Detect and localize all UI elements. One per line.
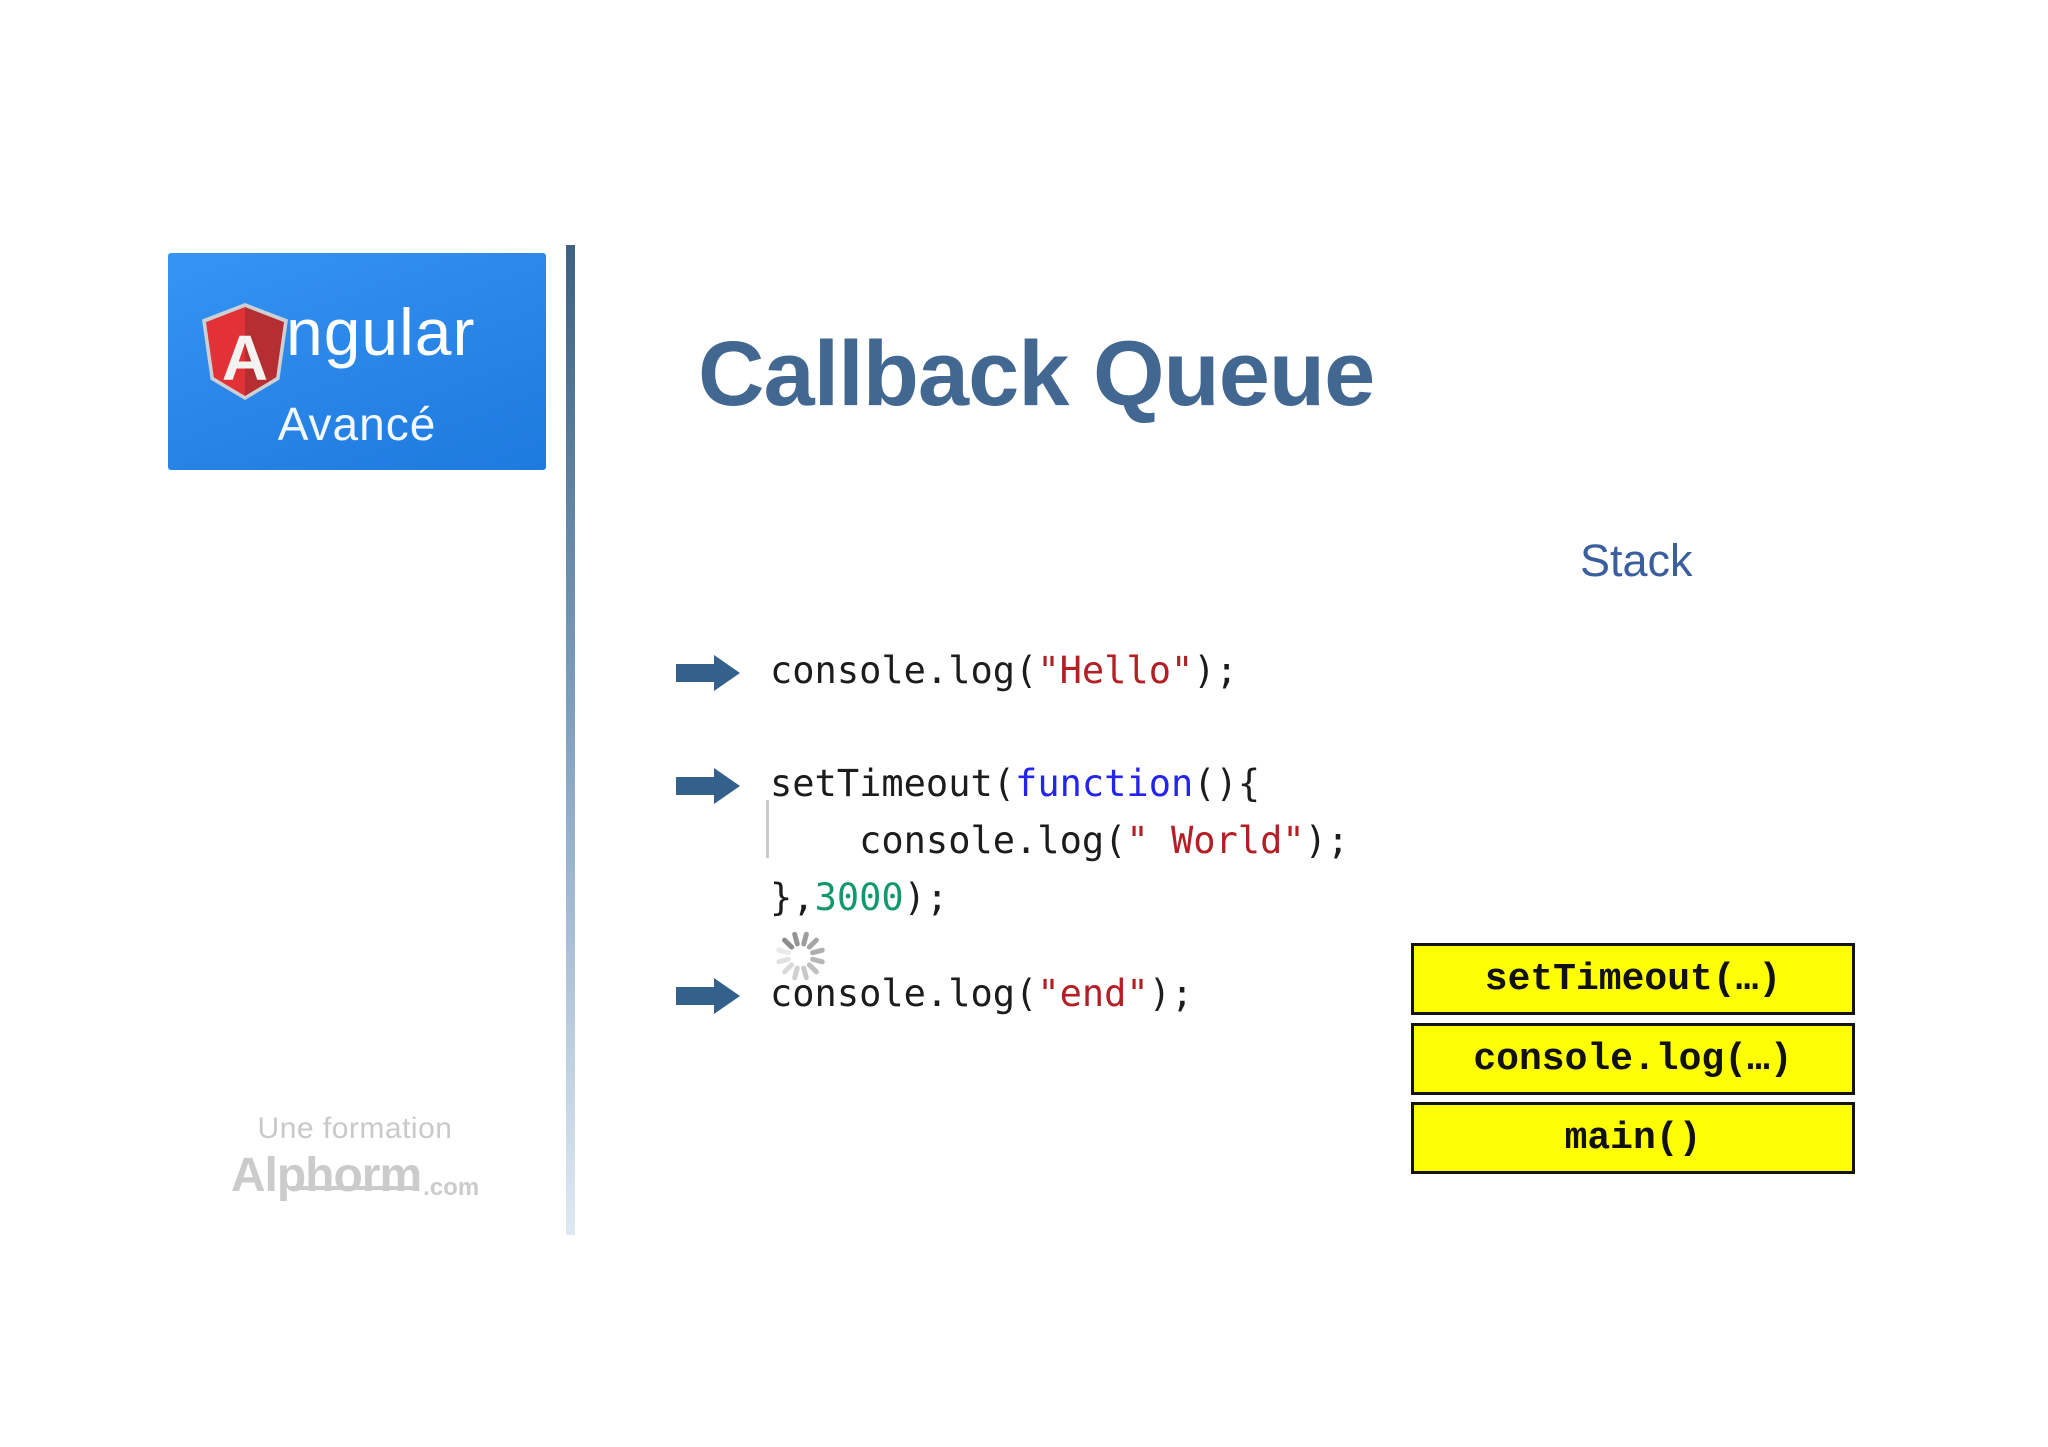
alphorm-brand-text: Alphorm [230,1149,422,1202]
code-line: console.log("Hello"); [770,645,1238,697]
code-token: console.log( [770,649,1038,692]
code-token: setTimeout( [770,762,1016,805]
logo-brand-text: ngular [286,295,476,369]
code-token: 3000 [814,876,904,919]
code-line: setTimeout(function(){ [770,758,1260,810]
loading-spinner-icon [771,927,829,985]
code-line: console.log("end"); [770,968,1193,1020]
alphorm-underline [290,1186,418,1190]
code-token: "Hello" [1037,649,1194,692]
code-token: (){ [1193,762,1261,805]
code-token: ); [1193,649,1238,692]
watermark: Une formation Alphorm .com [228,1112,482,1200]
stack-label: Stack [1580,535,1693,586]
code-token: ); [1148,972,1194,1015]
alphorm-logo: Alphorm .com [228,1152,482,1200]
code-line: },3000); [770,872,948,924]
code-token: }, [770,876,815,919]
code-token: ); [903,876,949,919]
watermark-text: Une formation [257,1112,453,1145]
vertical-divider [566,245,575,1235]
stack-frame: console.log(…) [1411,1023,1855,1095]
indent-guide-line [766,800,769,858]
alphorm-tld-text: .com [423,1174,480,1201]
arrow-icon [676,978,740,1014]
code-token: console.log( [770,972,1038,1015]
code-token: ); [1304,819,1350,862]
page-title: Callback Queue [698,323,1375,425]
code-token: console.log( [770,819,1127,862]
angular-course-logo: A ngular Avancé [168,253,546,470]
code-token: "end" [1037,972,1149,1015]
arrow-icon [676,768,740,804]
logo-subtitle: Avancé [277,398,437,450]
arrow-icon [676,655,740,691]
code-line: console.log(" World"); [770,815,1349,867]
code-token: function [1015,762,1194,805]
angular-shield-letter: A [221,321,269,394]
stack-frame: main() [1411,1102,1855,1174]
code-token: " World" [1126,819,1305,862]
angular-shield-icon: A [202,303,288,400]
stack-frame: setTimeout(…) [1411,943,1855,1015]
